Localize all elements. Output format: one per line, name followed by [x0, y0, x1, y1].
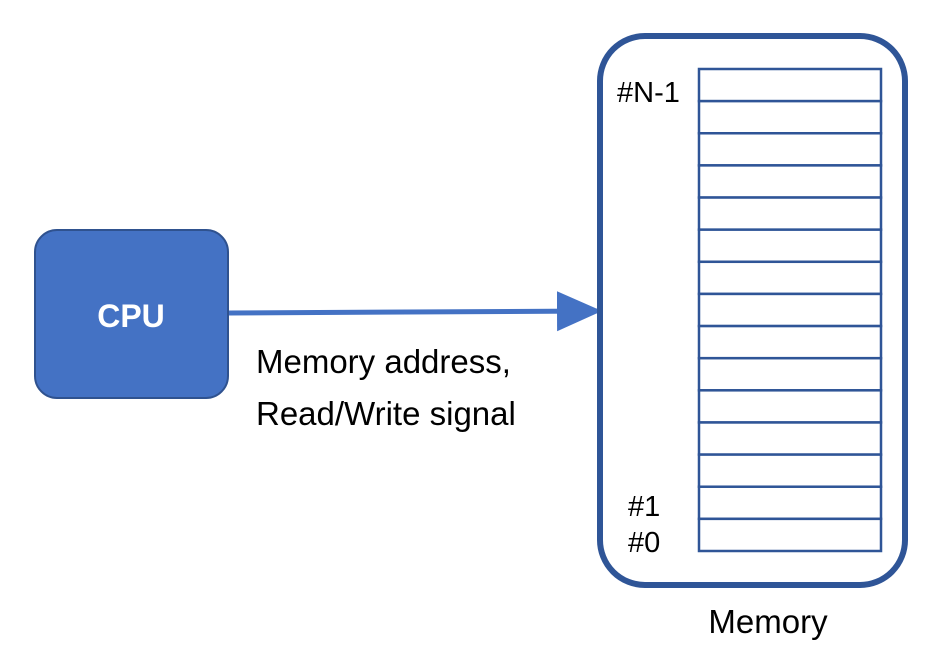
memory-label: Memory — [708, 603, 828, 640]
memory-slot — [697, 292, 883, 328]
slot-label-1: #1 — [628, 491, 660, 523]
cpu-box — [34, 229, 229, 399]
memory-slot — [697, 453, 883, 488]
memory-slot — [697, 517, 883, 553]
memory-slot — [697, 228, 883, 264]
address-signal-arrow — [228, 291, 602, 332]
slot-label-0: #0 — [628, 527, 660, 559]
memory-slot — [697, 260, 883, 296]
cpu-block: CPU — [34, 229, 229, 399]
memory-slot — [697, 99, 883, 135]
memory-container — [597, 33, 908, 588]
memory-slot — [697, 485, 883, 521]
memory-slot — [697, 324, 883, 360]
cpu-label: CPU — [97, 298, 165, 334]
slot-label-n-minus-1: #N-1 — [617, 77, 680, 109]
signal-caption-line-1: Memory address, — [256, 343, 511, 380]
memory-slot — [697, 421, 883, 456]
memory-slot — [697, 132, 883, 167]
memory-slot — [697, 196, 883, 231]
signal-caption-line-2: Read/Write signal — [256, 395, 516, 432]
memory-slot — [697, 67, 883, 103]
memory-slots — [697, 67, 883, 553]
memory-slot — [697, 164, 883, 199]
memory-slot — [697, 389, 883, 424]
memory-slot — [697, 356, 883, 392]
